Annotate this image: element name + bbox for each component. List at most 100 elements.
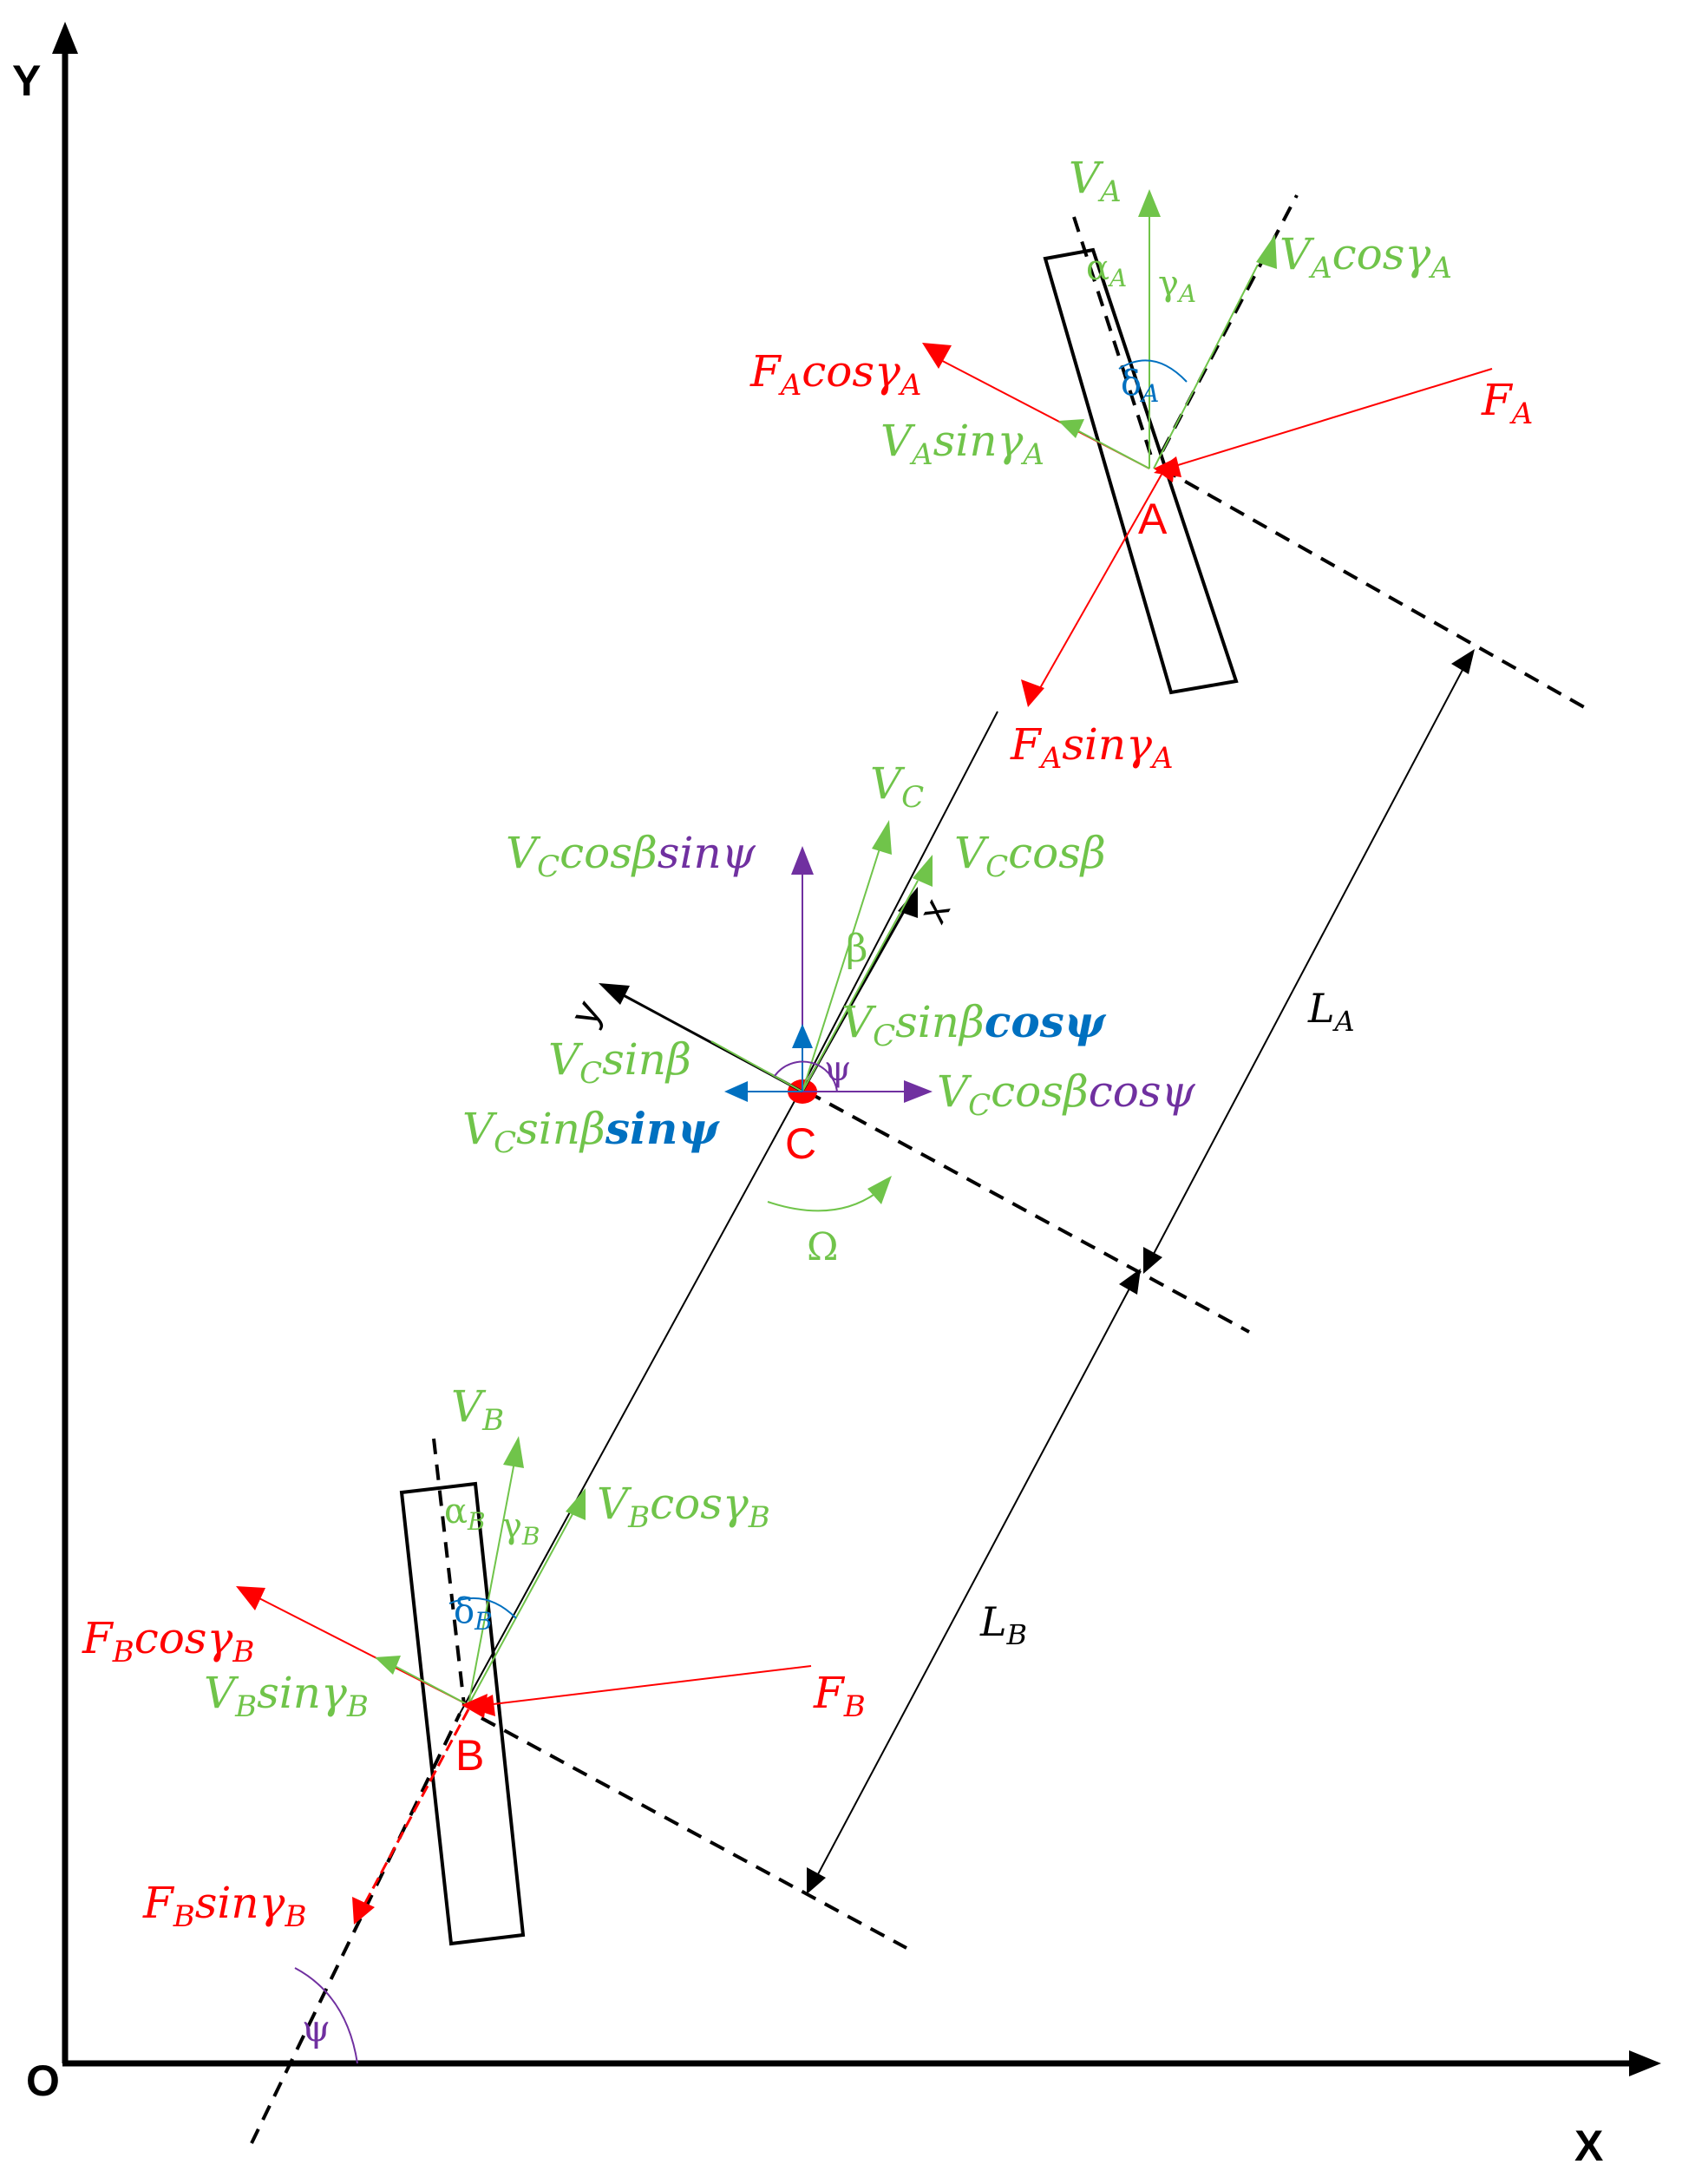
- fb-sin-vector: [363, 1709, 470, 1905]
- perpendicular-lines: [481, 467, 1593, 1950]
- va-cos-arrowhead: [1256, 234, 1277, 269]
- wheel-b-dashed-axis: [432, 1438, 466, 1706]
- vehicle-centerline: [250, 711, 998, 2144]
- vb-arrowhead: [503, 1436, 524, 1468]
- vc-sin-beta-cos-psi-label: VCsinβcosψ: [841, 996, 1107, 1053]
- va-sin-label: VAsinγA: [880, 416, 1044, 472]
- perp-line-c: [806, 1090, 1250, 1334]
- velocities-b: [375, 1436, 586, 1706]
- gamma-b-label: γB: [501, 1506, 540, 1551]
- fa-cos-arrowhead: [922, 343, 952, 369]
- velocities-a: [1058, 189, 1277, 469]
- vc-cos-beta-sin-psi-arrowhead: [791, 846, 814, 875]
- vc-vector: [802, 845, 881, 1092]
- fb-sin-arrowhead: [352, 1897, 375, 1925]
- lb-dimension-line: [810, 1275, 1137, 1888]
- fb-label: FB: [813, 1668, 866, 1724]
- psi-c-label: ψ: [824, 1049, 851, 1089]
- alpha-a-label: αA: [1086, 248, 1127, 292]
- alpha-b-label: αB: [444, 1492, 486, 1536]
- point-b-marker: [461, 1694, 488, 1718]
- vb-cos-arrowhead: [566, 1488, 586, 1520]
- point-b-label: B: [455, 1731, 484, 1780]
- va-label: VA: [1069, 153, 1122, 209]
- vc-cos-beta-sin-psi-label: VCcosβsinψ: [506, 828, 756, 884]
- vc-cos-beta-label: VCcosβ: [954, 828, 1106, 884]
- la-dimension-line: [1146, 654, 1471, 1268]
- vc-sin-beta-cos-psi-arrowhead: [792, 1024, 813, 1048]
- psi-ground-label: ψ: [302, 2007, 331, 2050]
- origin-label: O: [26, 2056, 60, 2105]
- delta-b-label: δB: [454, 1591, 493, 1636]
- va-sin-vector: [1075, 429, 1150, 469]
- vb-vector: [468, 1461, 515, 1706]
- forces-a: [922, 343, 1493, 707]
- lb-label: LB: [979, 1598, 1027, 1651]
- fa-sin-label: FAsinγA: [1010, 719, 1174, 776]
- omega-label: Ω: [807, 1225, 838, 1269]
- omega-arc: [767, 1192, 877, 1212]
- delta-b-arc: [448, 1597, 517, 1619]
- la-arrowhead-top: [1451, 649, 1475, 674]
- lb-arrowhead-bottom: [807, 1867, 826, 1894]
- global-axes: Y X O: [12, 22, 1661, 2170]
- wheel-b-body: [399, 1481, 526, 1946]
- va-arrowhead: [1138, 189, 1161, 217]
- lb-arrowhead-top: [1119, 1269, 1141, 1295]
- la-label: LA: [1307, 985, 1355, 1038]
- y-axis-arrowhead: [52, 22, 78, 54]
- centerline-c-to-a: [799, 711, 998, 1092]
- vc-cos-beta-cos-psi-arrowhead: [904, 1080, 933, 1103]
- delta-a-arc: [1118, 359, 1188, 383]
- x-axis-label: X: [1574, 2122, 1603, 2170]
- vb-cos-label: VBcosγB: [597, 1479, 770, 1535]
- fb-cos-label: FBcosγB: [82, 1613, 254, 1669]
- fa-vector: [1166, 368, 1493, 469]
- dimension-arrows: [807, 649, 1475, 1894]
- wheel-a-dashed-axis: [1072, 216, 1155, 465]
- y-axis-label: Y: [12, 56, 41, 105]
- point-a-marker: [1154, 458, 1175, 482]
- fa-label: FA: [1481, 375, 1533, 431]
- fb-sin-label: FBsinγB: [142, 1878, 306, 1934]
- vc-cos-beta-vector: [802, 880, 919, 1092]
- body-x-arrowhead: [898, 887, 918, 918]
- vc-sin-beta-vector: [710, 1040, 803, 1092]
- vb-cos-vector: [468, 1513, 573, 1706]
- body-x-label: x: [909, 891, 959, 930]
- gamma-a-label: γA: [1158, 264, 1196, 308]
- vc-sin-beta-sin-psi-arrowhead: [724, 1081, 748, 1102]
- fb-vector: [485, 1665, 812, 1706]
- point-c-label: C: [785, 1119, 816, 1168]
- x-axis-arrowhead: [1629, 2050, 1661, 2076]
- centerline-ground-dashed: [250, 1713, 461, 2144]
- forces-b: [236, 1586, 812, 1925]
- vc-arrowhead: [872, 820, 892, 855]
- vc-sin-beta-label: VCsinβ: [548, 1034, 691, 1091]
- body-y-label: y: [561, 994, 611, 1033]
- psi-c-arc: [774, 1060, 838, 1092]
- omega-arrowhead: [867, 1176, 892, 1204]
- center-c: [599, 820, 933, 1212]
- centerline-b-to-c: [459, 1091, 801, 1715]
- wheel-a-body: [1043, 247, 1239, 695]
- wheel-b: [399, 1438, 526, 1946]
- fa-sin-arrowhead: [1021, 679, 1044, 707]
- psi-ground-arc: [294, 1967, 358, 2064]
- vb-sin-arrowhead: [375, 1656, 401, 1675]
- perp-line-a: [1162, 467, 1593, 713]
- fb-cos-arrowhead: [236, 1586, 265, 1610]
- va-sin-arrowhead: [1058, 419, 1084, 438]
- body-y-arrowhead: [599, 983, 630, 1005]
- va-cos-vector: [1153, 264, 1259, 469]
- vb-label: VB: [451, 1381, 504, 1438]
- vc-cos-beta-cos-psi-label: VCcosβcosψ: [937, 1066, 1196, 1123]
- vc-label: VC: [870, 758, 924, 815]
- vc-cos-beta-arrowhead: [913, 855, 933, 887]
- beta-label: β: [846, 927, 867, 971]
- point-a-label: A: [1138, 495, 1168, 543]
- delta-a-label: δA: [1121, 364, 1159, 408]
- va-cos-label: VAcosγA: [1279, 229, 1452, 285]
- fa-cos-label: FAcosγA: [749, 346, 921, 403]
